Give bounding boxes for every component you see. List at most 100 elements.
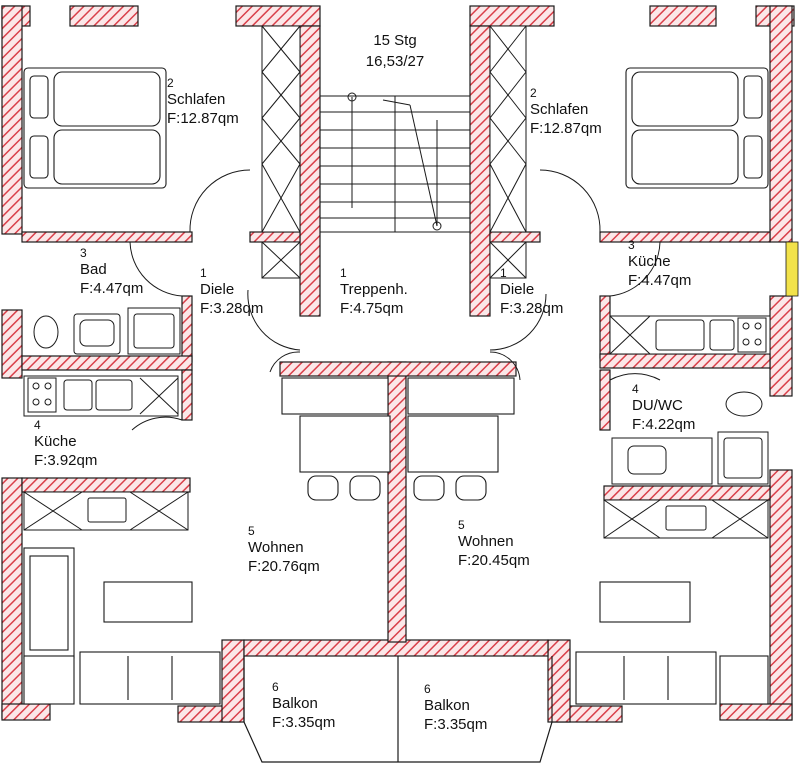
wall [1,309,23,379]
wall [1,477,23,719]
sofa [719,655,769,705]
wall [719,703,793,721]
room-label-wohnen-right: 5 Wohnen F:20.45qm [458,518,530,571]
beds [23,67,769,189]
room-number: 3 [80,246,87,260]
room-name: Diele [500,281,535,298]
stove [737,317,767,353]
wall [1,703,51,721]
room-area: F:3.35qm [424,715,488,733]
room-name: Balkon [424,697,470,714]
room-number: 2 [167,76,174,90]
wall [249,231,301,243]
room-label-bad: 3 Bad F:4.47qm [80,246,143,299]
toilet [725,391,763,417]
room-area: F:3.92qm [34,451,98,469]
chair [349,475,381,501]
wall [279,361,517,377]
chair [307,475,339,501]
room-area: F:4.47qm [628,271,692,289]
wall [769,295,793,397]
room-number: 6 [424,682,431,696]
room-label-kueche-right: 3 Küche F:4.47qm [628,238,691,291]
room-area: F:4.47qm [80,279,144,297]
room-number: 1 [200,266,207,280]
wall [489,231,541,243]
wall [21,355,193,371]
wall [469,5,555,27]
room-area: F:20.45qm [458,551,530,569]
chair [413,475,445,501]
room-area: F:20.76qm [248,557,320,575]
wall [599,353,771,369]
room-label-wohnen-left: 5 Wohnen F:20.76qm [248,524,320,577]
sofa [575,651,717,705]
shaft [489,25,527,233]
room-number: 3 [628,238,635,252]
wall [599,295,611,359]
coffee-table [599,581,691,623]
room-name: Wohnen [458,533,514,550]
room-name: Treppenh. [340,281,408,298]
wall [1,5,23,235]
room-name: Wohnen [248,539,304,556]
shafts [261,25,527,279]
wall [69,5,139,27]
dining-table [299,415,391,473]
room-number: 2 [530,86,537,100]
wall [21,231,193,243]
room-area: F:4.75qm [340,299,404,317]
room-name: Küche [34,433,77,450]
staircase-steps: 15 Stg [373,32,417,49]
room-name: Schlafen [167,91,226,108]
wall [547,639,571,723]
room-label-balkon-left: 6 Balkon F:3.35qm [272,680,335,733]
window-accent [785,241,799,297]
wall [181,369,193,421]
sideboard [407,377,515,415]
room-label-kueche-left: 4 Küche F:3.92qm [34,418,97,471]
wall [387,361,407,643]
dining-table [407,415,499,473]
staircase [319,92,471,233]
wall [21,477,191,493]
room-label-du-wc: 4 DU/WC F:4.22qm [632,382,695,435]
balcony-outline [243,656,553,763]
wall [649,5,717,27]
room-area: F:3.35qm [272,713,336,731]
room-area: F:12.87qm [167,109,239,127]
room-number: 1 [340,266,347,280]
room-name: Küche [628,253,671,270]
stove [27,377,57,413]
toilet [33,315,59,349]
coffee-table [103,581,193,623]
sideboard [281,377,389,415]
wall [603,485,771,501]
room-number: 1 [500,266,507,280]
room-label-diele-right: 1 Diele F:3.28qm [500,266,563,319]
room-area: F:12.87qm [530,119,602,137]
shaft [261,25,301,233]
room-label-treppenhaus: 1 Treppenh. F:4.75qm [340,266,408,319]
chair [455,475,487,501]
room-name: Diele [200,281,235,298]
room-area: F:3.28qm [200,299,264,317]
room-name: Balkon [272,695,318,712]
sofa [23,655,75,705]
room-name: DU/WC [632,397,683,414]
room-number: 6 [272,680,279,694]
staircase-ratio: 16,53/27 [365,53,425,70]
wall [769,5,793,243]
room-area: F:4.22qm [632,415,696,433]
sofa [79,651,221,705]
room-number: 4 [632,382,639,396]
wall [769,469,793,721]
room-area: F:3.28qm [500,299,564,317]
room-number: 5 [458,518,465,532]
wall [299,25,321,317]
wall [221,639,245,723]
wall [599,369,611,431]
staircase-info: 15 Stg 16,53/27 [350,30,440,72]
doors [129,169,661,431]
